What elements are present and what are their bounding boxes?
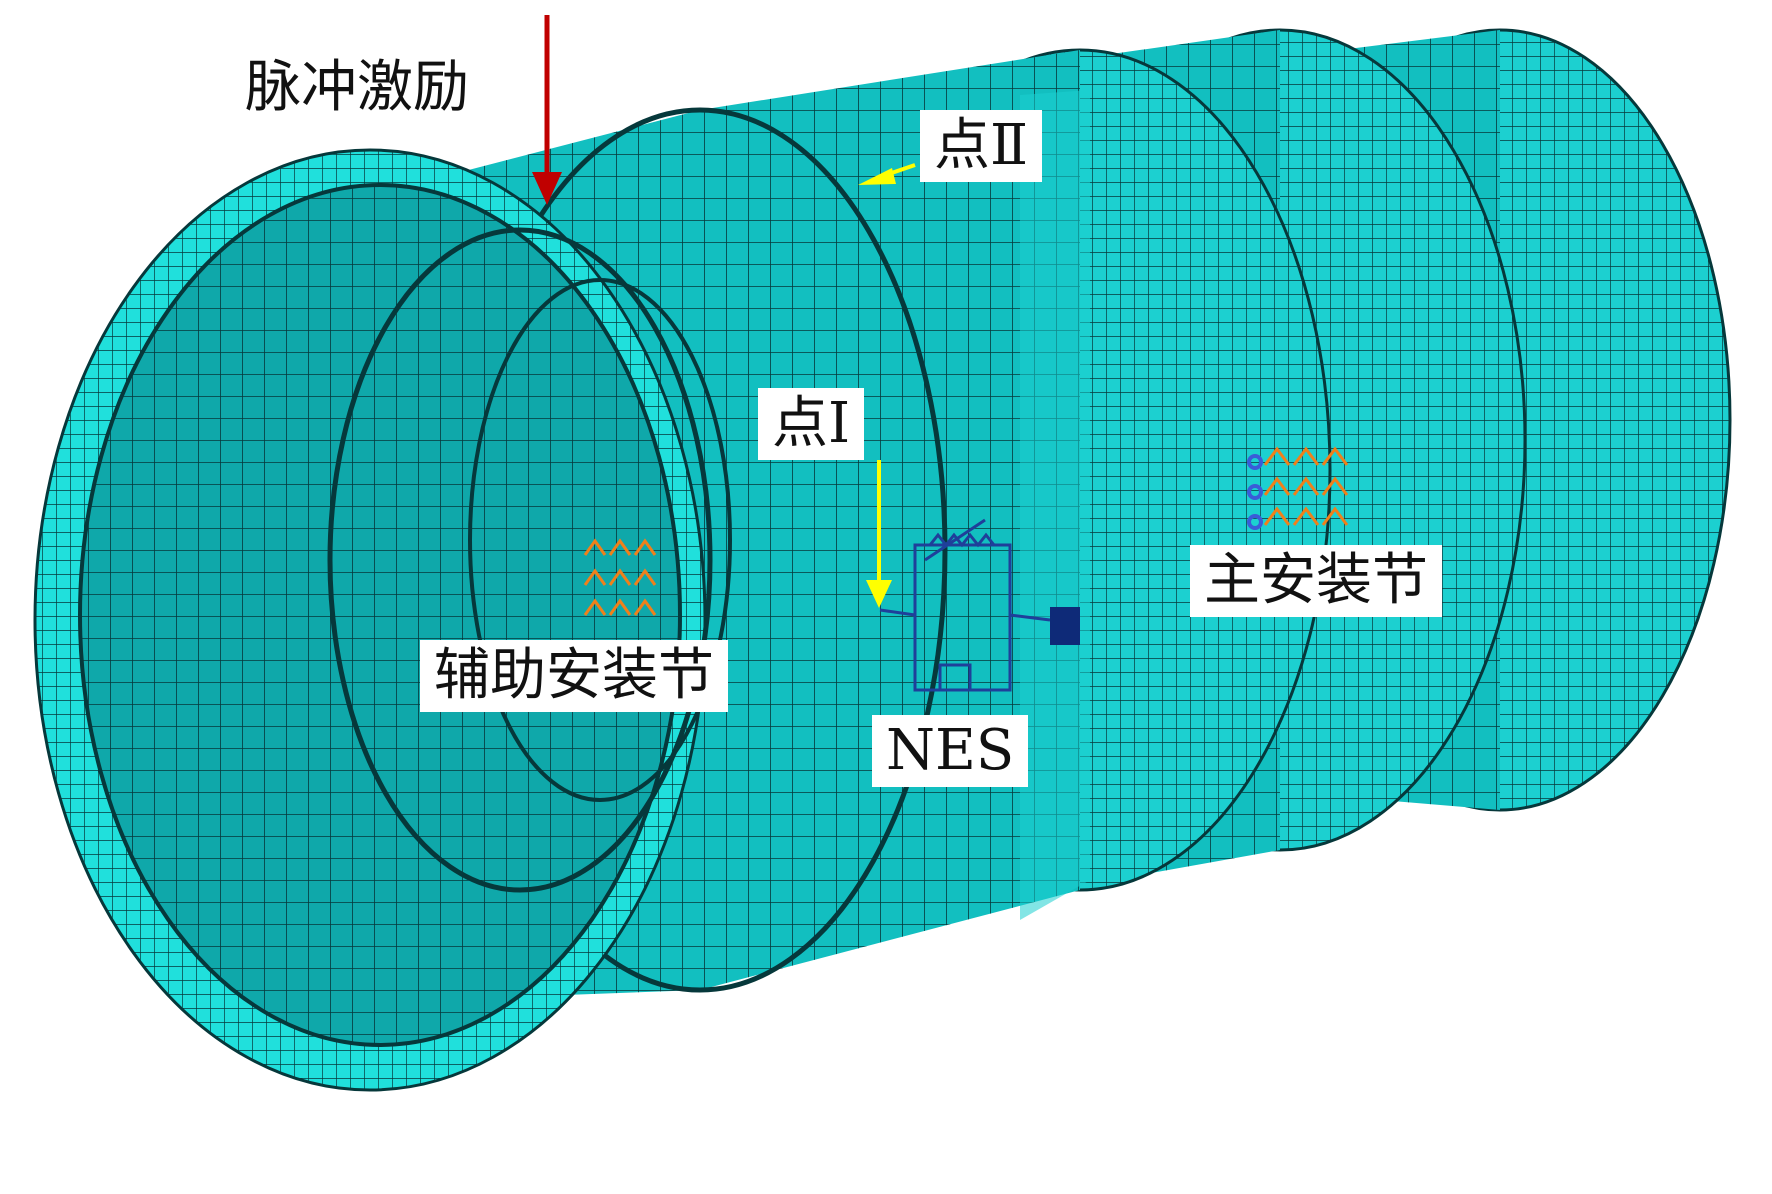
nes-spring	[928, 532, 996, 548]
inner-ring-step	[327, 227, 713, 893]
point-two-pointer-arrow	[858, 163, 916, 185]
impulse-excitation-arrow	[532, 15, 562, 205]
front-flange	[33, 148, 732, 1092]
light-band	[1020, 90, 1090, 920]
main-mount-label: 主安装节	[1190, 545, 1442, 617]
nes-label: NES	[872, 715, 1029, 787]
middle-casing-segment	[700, 48, 1332, 990]
point-two-label: 点Ⅱ	[920, 110, 1043, 182]
nes-mass	[1050, 607, 1080, 645]
nes-schematic	[879, 518, 1051, 692]
aux-mount-label: 辅助安装节	[420, 640, 728, 712]
point-one-label: 点Ⅰ	[758, 388, 865, 460]
point-one-pointer-arrow	[866, 460, 892, 608]
impulse-excitation-label: 脉冲激励	[245, 55, 469, 120]
main-mount-constraint-icon	[1247, 446, 1349, 530]
aux-mount-constraint-icon	[583, 538, 657, 616]
inner-ring-deep	[468, 278, 732, 802]
